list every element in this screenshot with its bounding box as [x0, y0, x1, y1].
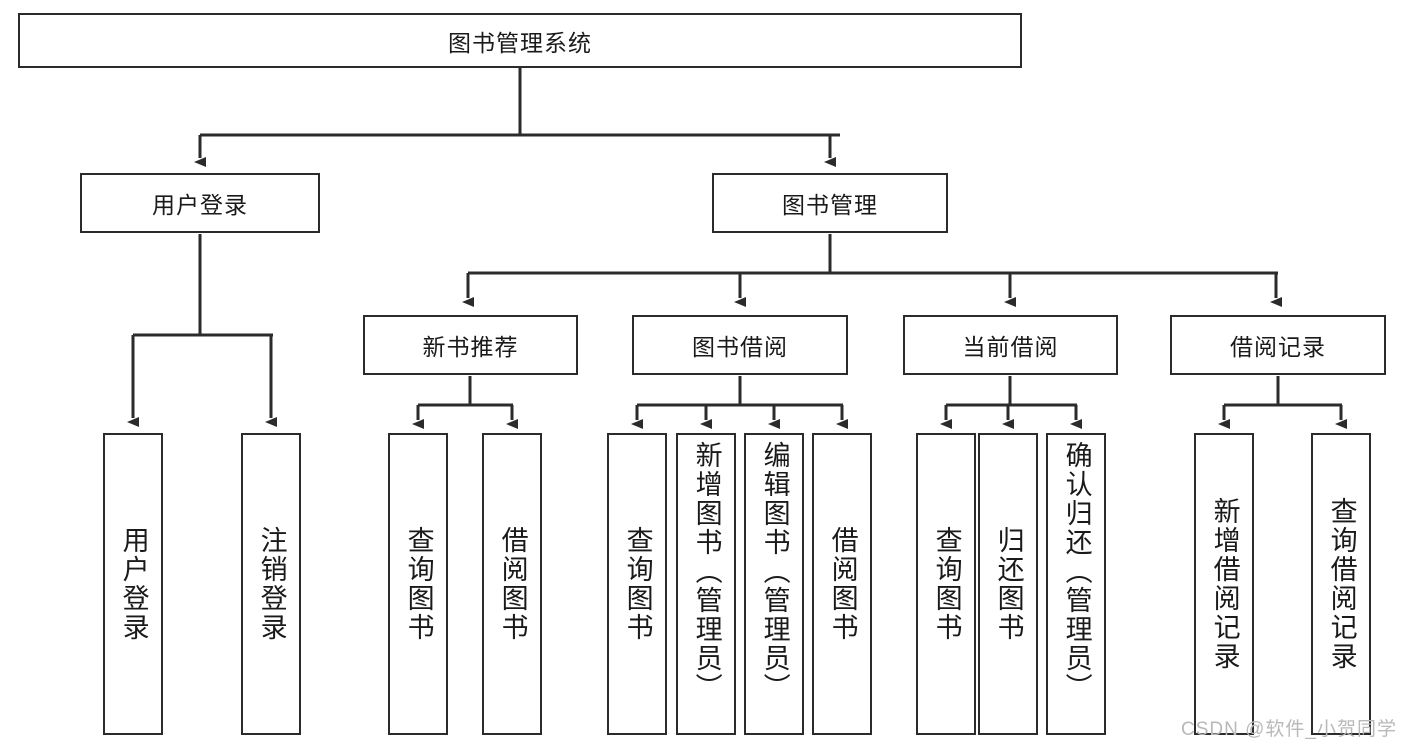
node-new-book-recommendation[interactable]: 新书推荐: [363, 315, 578, 375]
node-label: 用户登录: [152, 192, 248, 218]
node-label: 新增借阅记录: [1209, 497, 1240, 671]
node-label: 归还图书: [993, 526, 1024, 642]
node-label: 新书推荐: [422, 334, 519, 360]
leaf-return-book[interactable]: 归还图书: [978, 433, 1038, 735]
leaf-borrow-book-new[interactable]: 借阅图书: [482, 433, 542, 735]
leaf-edit-book-admin[interactable]: 编辑图书（管理员）: [744, 433, 804, 735]
node-label: 编辑图书（管理员）: [759, 441, 790, 702]
node-label: 图书管理系统: [448, 29, 592, 56]
node-label: 查询图书: [622, 526, 653, 642]
leaf-add-book-admin[interactable]: 新增图书（管理员）: [676, 433, 736, 735]
node-label: 查询借阅记录: [1326, 497, 1357, 671]
node-label: 查询图书: [931, 526, 962, 642]
node-label: 新增图书（管理员）: [691, 441, 722, 702]
node-label: 查询图书: [403, 526, 434, 642]
node-user-login[interactable]: 用户登录: [80, 173, 320, 233]
watermark: CSDN @软件_小贺同学: [1181, 719, 1397, 740]
leaf-user-login[interactable]: 用户登录: [103, 433, 163, 735]
leaf-query-borrow-record[interactable]: 查询借阅记录: [1311, 433, 1371, 735]
leaf-query-book-current[interactable]: 查询图书: [916, 433, 976, 735]
node-label: 借阅图书: [497, 526, 528, 642]
node-borrow-record[interactable]: 借阅记录: [1170, 315, 1386, 375]
leaf-query-book-new[interactable]: 查询图书: [388, 433, 448, 735]
leaf-query-book-borrow[interactable]: 查询图书: [607, 433, 667, 735]
leaf-borrow-book[interactable]: 借阅图书: [812, 433, 872, 735]
leaf-logout[interactable]: 注销登录: [241, 433, 301, 735]
leaf-add-borrow-record[interactable]: 新增借阅记录: [1194, 433, 1254, 735]
node-label: 注销登录: [256, 526, 287, 642]
node-current-borrow[interactable]: 当前借阅: [903, 315, 1118, 375]
node-label: 图书借阅: [692, 334, 788, 360]
leaf-confirm-return-admin[interactable]: 确认归还（管理员）: [1046, 433, 1106, 735]
node-root-book-management-system[interactable]: 图书管理系统: [18, 13, 1022, 68]
node-label: 借阅图书: [827, 526, 858, 642]
node-book-management[interactable]: 图书管理: [712, 173, 948, 233]
node-label: 用户登录: [118, 526, 149, 642]
node-label: 借阅记录: [1230, 334, 1326, 360]
node-label: 当前借阅: [962, 334, 1059, 360]
node-book-borrow[interactable]: 图书借阅: [632, 315, 848, 375]
node-label: 确认归还（管理员）: [1061, 441, 1092, 702]
node-label: 图书管理: [782, 192, 878, 218]
